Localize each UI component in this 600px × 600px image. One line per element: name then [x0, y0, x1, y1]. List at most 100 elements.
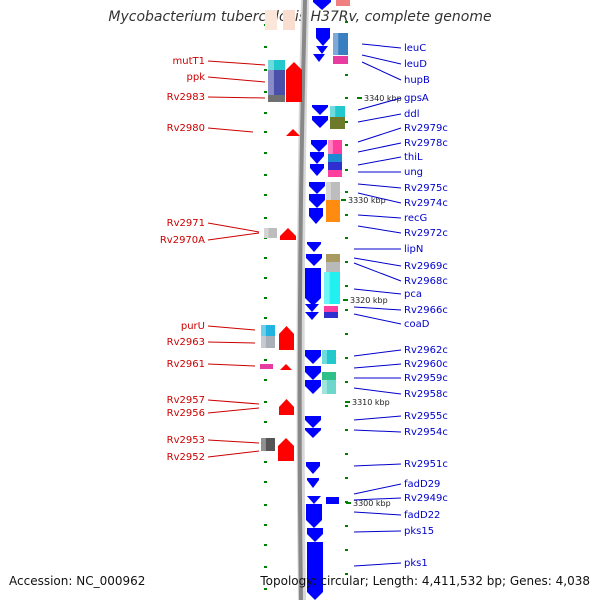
leader-right-18 — [353, 313, 402, 325]
leader-left-1 — [207, 76, 266, 83]
block-pink-r3 — [328, 170, 342, 177]
block-magenta-r1 — [333, 56, 348, 64]
gene-rv2955c-arrow — [305, 416, 321, 428]
genome-stats: Topology: circular; Length: 4,411,532 bp… — [260, 574, 590, 588]
leader-left-9 — [207, 399, 260, 405]
leader-right-17 — [353, 306, 402, 311]
gene-label-rv2962c: Rv2962c — [404, 345, 448, 356]
block-cyan-r3-shade — [322, 350, 327, 364]
block-gray-r1 — [326, 182, 340, 200]
gene-pks15-arrow — [307, 528, 323, 542]
gene-labels: mutT1ppkRv2983Rv2980Rv2971Rv2970ApurURv2… — [160, 43, 448, 569]
scale-tick-label-1: 3330 kbp — [348, 196, 386, 205]
gene-rv2979c-arrow — [311, 140, 327, 152]
leader-right-24 — [353, 429, 402, 433]
gene-label-thil: thiL — [404, 152, 423, 163]
leader-right-5 — [357, 127, 402, 143]
leader-right-25 — [353, 463, 402, 467]
leader-right-29 — [353, 530, 402, 533]
gene-label-ung: ung — [404, 167, 423, 178]
leader-right-22 — [353, 387, 402, 395]
leader-left-3 — [207, 127, 254, 133]
gene-label-rv2970a: Rv2970A — [160, 235, 205, 246]
leader-left-7 — [207, 341, 256, 344]
gene-leud-arrow — [316, 46, 328, 54]
gene-pca-arrow — [305, 268, 321, 306]
block-gray-r1-shade — [326, 182, 331, 200]
genome-backbone — [296, 0, 309, 600]
scale-tick-label-4: 3300 kbp — [353, 499, 391, 508]
gene-label-rv2969c: Rv2969c — [404, 261, 448, 272]
block-cyan-r3 — [322, 350, 336, 364]
block-indigo-r2 — [328, 162, 342, 170]
gene-label-pca: pca — [404, 289, 422, 300]
gene-label-lipn: lipN — [404, 244, 423, 255]
gene-label-ddl: ddl — [404, 109, 419, 120]
leader-right-4 — [357, 113, 402, 123]
gene-features — [260, 0, 350, 600]
gene-label-rv2972c: Rv2972c — [404, 228, 448, 239]
block-cyan-r2-shade — [324, 272, 330, 304]
gene-label-leuc: leuC — [404, 43, 426, 54]
gene-label-rv2961: Rv2961 — [167, 359, 205, 370]
leader-right-12 — [357, 225, 402, 234]
gene-label-rv2951c: Rv2951c — [404, 459, 448, 470]
gene-label-rv2971: Rv2971 — [167, 218, 205, 229]
gene-rv2960c-arrow — [305, 366, 321, 380]
gene-label-pks15: pks15 — [404, 526, 434, 537]
leader-left-12 — [207, 450, 260, 458]
leader-right-2 — [361, 61, 402, 81]
gene-fadd29-arrow — [307, 478, 319, 488]
gene-label-ppk: ppk — [187, 72, 206, 83]
backbone-line — [297, 0, 307, 600]
block-cyan-2-shade — [261, 325, 266, 337]
leader-left-2 — [207, 96, 266, 99]
leader-right-27 — [353, 497, 402, 501]
gene-ppk-arrow — [286, 62, 302, 102]
gene-label-recg: recG — [404, 213, 427, 224]
gene-hupb-arrow — [313, 54, 325, 62]
leader-right-14 — [353, 257, 402, 267]
gene-rv2956-arrow — [279, 399, 294, 415]
gene-rv2952-arrow — [278, 438, 294, 461]
gene-thil-arrow — [310, 164, 324, 176]
gene-label-rv2975c: Rv2975c — [404, 183, 448, 194]
leader-right-7 — [357, 156, 402, 166]
block-olive-r1 — [330, 117, 345, 129]
gene-label-rv2957: Rv2957 — [167, 395, 205, 406]
gene-rv2961-arrow — [280, 364, 292, 370]
gene-rv2954c-arrow — [305, 428, 321, 438]
leader-right-6 — [357, 142, 402, 153]
block-teal-r1-shade — [322, 380, 327, 394]
gene-rv2970a-arrow — [280, 228, 296, 240]
leader-right-26 — [353, 483, 402, 495]
leader-right-20 — [353, 363, 402, 369]
leader-right-28 — [353, 511, 402, 516]
leader-right-3 — [357, 97, 402, 111]
block-khaki-r1 — [326, 254, 340, 262]
tick-marks: 3340 kbp 3330 kbp 3320 kbp 3310 kbp 3300 kbp — [264, 21, 402, 590]
leader-left-11 — [207, 439, 260, 444]
leader-left-8 — [207, 363, 256, 367]
block-gray-r2 — [326, 262, 340, 272]
gene-label-pks1: pks1 — [404, 558, 428, 569]
block-cyan-r1 — [330, 106, 345, 118]
gene-label-puru: purU — [181, 321, 205, 332]
leader-right-11 — [357, 214, 402, 219]
gene-leuc-arrow — [316, 28, 330, 46]
scale-tick-label-3: 3310 kbp — [352, 398, 390, 407]
gene-label-rv2954c: Rv2954c — [404, 427, 448, 438]
gene-rv2969c-arrow — [306, 254, 322, 266]
gene-label-gpsa: gpsA — [404, 93, 429, 104]
leader-right-0 — [361, 43, 402, 49]
leader-left-0 — [207, 60, 266, 66]
scale-tick-label-0: 3340 kbp — [364, 94, 402, 103]
gene-coad-arrow — [305, 312, 319, 320]
scale-tick-label-2: 3320 kbp — [350, 296, 388, 305]
block-gray-2 — [264, 228, 277, 238]
leader-right-16 — [353, 288, 402, 295]
gene-label-hupb: hupB — [404, 75, 430, 86]
gene-rv2951c-arrow — [306, 462, 320, 474]
block-gray-1 — [268, 95, 285, 102]
gene-label-rv2980: Rv2980 — [167, 123, 205, 134]
